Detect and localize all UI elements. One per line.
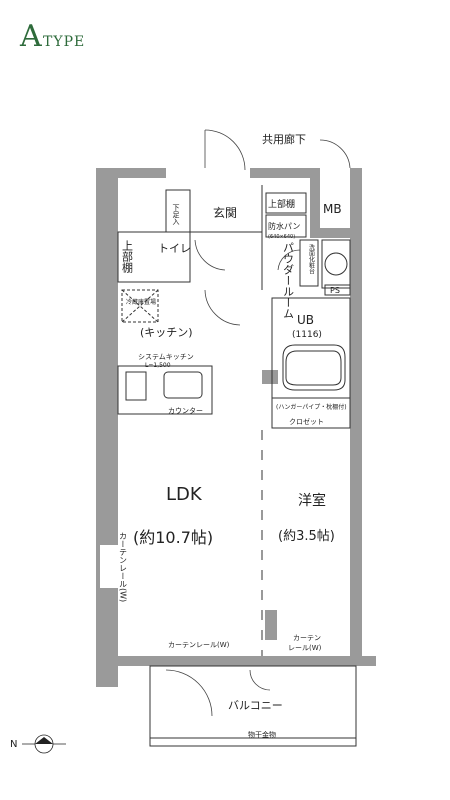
curtain-rail-small-1: カーテン bbox=[293, 634, 321, 642]
kitchen-label: (キッチン) bbox=[140, 326, 193, 339]
mb-label: MB bbox=[323, 202, 342, 216]
top-wall-left bbox=[96, 168, 166, 178]
upper-shelf-top-label: 上部棚 bbox=[268, 198, 295, 210]
bottom-wall bbox=[96, 656, 376, 666]
left-wall bbox=[96, 168, 118, 687]
closet-label: クロゼット bbox=[289, 417, 324, 426]
powder-room-label: パウダールーム bbox=[282, 242, 295, 319]
right-wall bbox=[350, 168, 362, 656]
ub-label: UB bbox=[297, 313, 314, 327]
upper-shelf-left-label: 上部棚 bbox=[121, 240, 134, 274]
curtain-rail-vertical: カーテンレール(W) bbox=[119, 532, 128, 602]
ps-label: PS bbox=[330, 286, 340, 295]
waterproof-pan-label: 防水パン bbox=[268, 221, 300, 231]
curtain-rail-small-2: レール(W) bbox=[288, 644, 322, 652]
system-kitchen-label: システムキッチン bbox=[138, 353, 194, 361]
ldk-label: LDK bbox=[166, 484, 203, 505]
washstand-label: 洗面化粧台 bbox=[308, 243, 315, 275]
north-label: N bbox=[10, 739, 17, 750]
system-kitchen-length: L=1,500 bbox=[145, 362, 171, 369]
wall-bit-2 bbox=[265, 610, 277, 640]
mb-wall-left bbox=[310, 168, 320, 236]
waterproof-pan-size: (640×640) bbox=[268, 234, 295, 240]
balcony-label: バルコニー bbox=[228, 699, 283, 712]
western-room-area: (約3.5帖) bbox=[278, 529, 335, 544]
entrance-label: 玄関 bbox=[213, 205, 237, 220]
fridge-label: 冷蔵庫置場 bbox=[126, 298, 156, 306]
wall-bit bbox=[262, 370, 278, 384]
drying-hardware-label: 物干金物 bbox=[248, 730, 276, 739]
counter-label: カウンター bbox=[168, 406, 203, 415]
western-room-label: 洋室 bbox=[298, 492, 326, 509]
shoe-storage-label: 下足入 bbox=[172, 204, 180, 225]
hanger-pipe-label: (ハンガーパイプ・枕棚付) bbox=[276, 403, 347, 411]
type-letter: A bbox=[19, 19, 42, 54]
door-swings bbox=[165, 129, 351, 717]
interior-lines bbox=[117, 185, 357, 747]
top-wall-middle bbox=[250, 168, 320, 178]
toilet-label: トイレ bbox=[158, 242, 191, 255]
north-arrow-icon: N bbox=[10, 734, 66, 754]
ub-size: (1116) bbox=[292, 330, 322, 340]
ldk-area: (約10.7帖) bbox=[133, 528, 213, 547]
curtain-rail-bottom: カーテンレール(W) bbox=[168, 641, 230, 649]
mb-wall-bottom bbox=[310, 228, 350, 238]
corridor-label: 共用廊下 bbox=[262, 132, 306, 146]
type-suffix: TYPE bbox=[43, 34, 85, 50]
